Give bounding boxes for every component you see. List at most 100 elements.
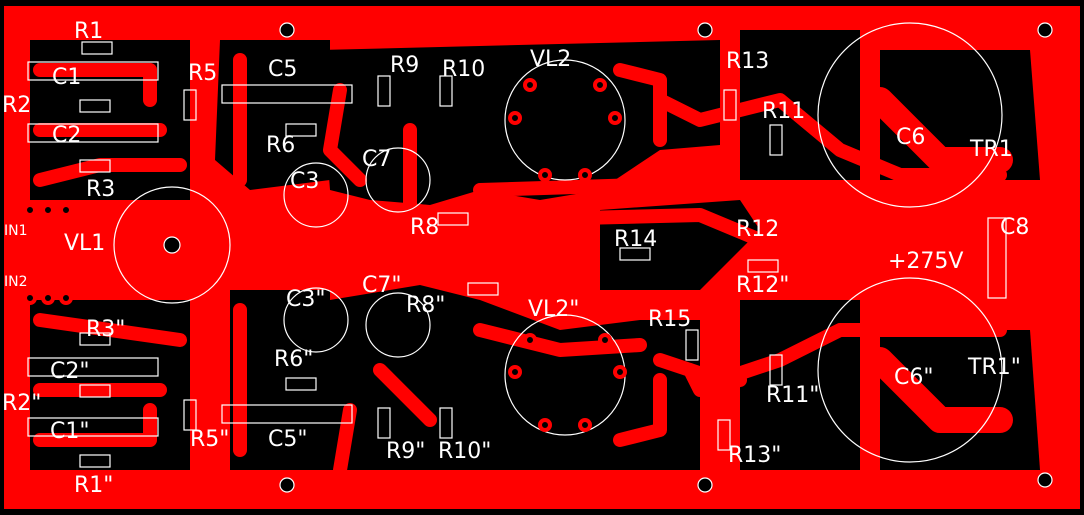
label-r13: R13 — [726, 49, 769, 74]
label-r5: R5 — [188, 61, 217, 86]
r5-outline — [183, 89, 197, 121]
r10b-outline — [439, 407, 453, 439]
label-vl2: VL2 — [530, 47, 571, 72]
pads — [23, 78, 627, 432]
label-c7b: C7" — [362, 273, 401, 298]
in2-pad — [23, 291, 37, 305]
label-tr1b: TR1" — [967, 355, 1021, 380]
label-c8: C8 — [1000, 215, 1029, 240]
label-r12: R12 — [736, 217, 779, 242]
label-r10: R10 — [442, 57, 485, 82]
mounting-holes — [279, 22, 1053, 493]
vl2b-pin — [598, 333, 612, 347]
mounting-hole — [697, 22, 713, 38]
label-r3b: R3" — [86, 317, 125, 342]
mounting-hole — [1037, 472, 1053, 488]
label-r15: R15 — [648, 307, 691, 332]
mounting-hole — [1037, 22, 1053, 38]
label-in2: IN2 — [4, 274, 28, 290]
in2-pad — [41, 291, 55, 305]
r13-outline — [723, 89, 737, 121]
label-hv: +275V — [888, 249, 963, 274]
label-c3: C3 — [290, 169, 319, 194]
vl2b-pin — [578, 418, 592, 432]
label-c5b: C5" — [268, 427, 307, 452]
vl2-pin — [508, 111, 522, 125]
r1-outline — [81, 41, 113, 55]
vl2b-pin — [508, 365, 522, 379]
c5-outline — [221, 84, 353, 104]
label-r5b: R5" — [190, 427, 229, 452]
vl2-pin — [593, 78, 607, 92]
r12-outline — [747, 259, 779, 273]
vl2-pin — [523, 78, 537, 92]
label-r9: R9 — [390, 53, 419, 78]
vl2b-pin — [538, 418, 552, 432]
c8-outline — [987, 217, 1007, 299]
c3-outline — [283, 162, 349, 228]
r3b-outline — [79, 332, 111, 346]
vl2-pin — [608, 111, 622, 125]
c1-outline — [27, 61, 159, 81]
c3b-outline — [283, 287, 349, 353]
r11-outline — [769, 124, 783, 156]
r1b-outline — [79, 454, 111, 468]
r6-outline — [285, 123, 317, 137]
label-r13b: R13" — [728, 443, 781, 468]
vl2b-pin — [613, 365, 627, 379]
r9-outline — [377, 75, 391, 107]
label-r2: R2 — [2, 93, 31, 118]
r8-outline — [437, 212, 469, 226]
mounting-hole — [697, 477, 713, 493]
vl2-pin — [538, 168, 552, 182]
label-c7: C7 — [362, 147, 391, 172]
label-vl1: VL1 — [64, 231, 105, 256]
component-labels: R1 C1 R2 C2 R3 IN1 VL1 IN2 R3" C2" R2" C… — [2, 19, 1029, 498]
label-r11: R11 — [762, 99, 805, 124]
label-c2b: C2" — [50, 359, 89, 384]
label-r12b: R12" — [736, 273, 789, 298]
c6b-outline — [817, 277, 1003, 463]
r14-outline — [619, 247, 651, 261]
c1b-outline — [27, 417, 159, 437]
r11b-outline — [769, 354, 783, 386]
label-r8b: R8" — [406, 293, 445, 318]
r6b-outline — [285, 377, 317, 391]
mounting-hole — [279, 22, 295, 38]
label-in1: IN1 — [4, 223, 28, 239]
c7b-outline — [365, 292, 431, 358]
label-r11b: R11" — [766, 383, 819, 408]
r8b-outline — [467, 282, 499, 296]
silkscreen-layer — [27, 22, 1007, 468]
label-c3b: C3" — [286, 287, 325, 312]
label-r14: R14 — [614, 227, 657, 252]
r9b-outline — [377, 407, 391, 439]
vl1-socket-outline — [113, 186, 231, 304]
in2-pad — [59, 291, 73, 305]
in1-pad — [23, 203, 37, 217]
r2-outline — [79, 99, 111, 113]
label-r1: R1 — [74, 19, 103, 44]
c6-outline — [817, 22, 1003, 208]
label-r3: R3 — [86, 177, 115, 202]
label-r1b: R1" — [74, 473, 113, 498]
c2b-outline — [27, 357, 159, 377]
r3-outline — [79, 159, 111, 173]
label-r10b: R10" — [438, 439, 491, 464]
r2b-outline — [79, 384, 111, 398]
r15-outline — [685, 329, 699, 361]
in1-pad — [59, 203, 73, 217]
vl2b-pin — [523, 333, 537, 347]
vl2-socket-outline — [504, 59, 626, 181]
vl2-pin — [578, 168, 592, 182]
c2-outline — [27, 123, 159, 143]
label-c5: C5 — [268, 57, 297, 82]
label-r2b: R2" — [2, 391, 41, 416]
c7-outline — [365, 147, 431, 213]
in1-pad — [41, 203, 55, 217]
label-vl2b: VL2" — [528, 297, 579, 322]
r10-outline — [439, 75, 453, 107]
label-c1: C1 — [52, 65, 81, 90]
